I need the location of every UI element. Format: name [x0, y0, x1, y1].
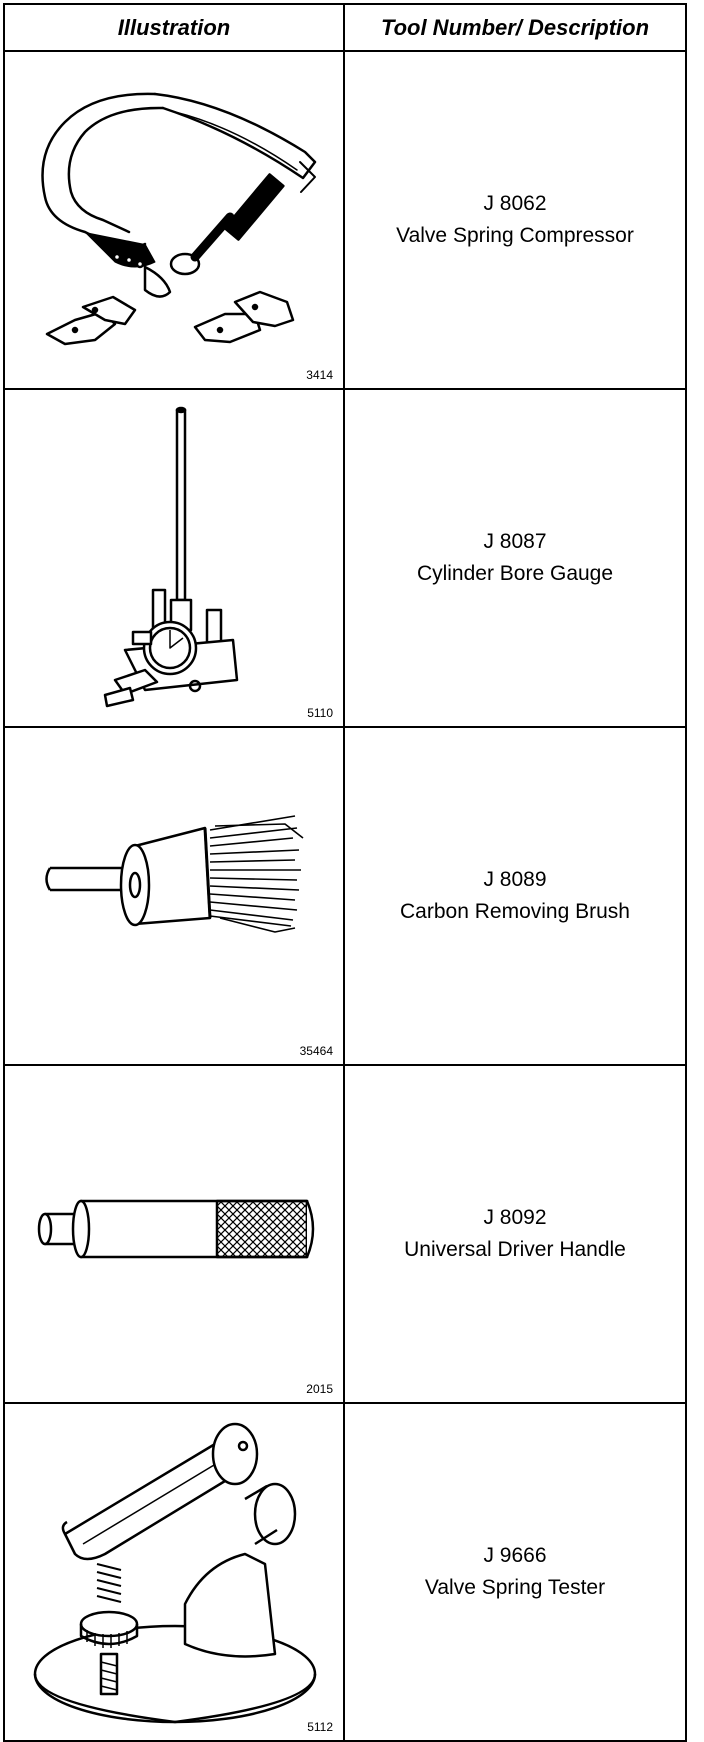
tool-number: J 8092: [483, 1206, 547, 1229]
valve-spring-tester-illustration: [33, 1422, 317, 1724]
table-row: 5110 J 8087 Cylinder Bore Gauge: [3, 388, 687, 728]
header-description: Tool Number/ Description: [343, 3, 687, 52]
table-row: 5112 J 9666 Valve Spring Tester: [3, 1402, 687, 1742]
table-row: 3414 J 8062 Valve Spring Compressor: [3, 50, 687, 390]
figure-number: 5110: [307, 706, 333, 720]
figure-number: 5112: [307, 1720, 333, 1734]
illustration-cell: 5112: [3, 1402, 345, 1742]
tool-description: Valve Spring Compressor: [396, 224, 634, 247]
tool-description: Universal Driver Handle: [404, 1238, 626, 1261]
universal-driver-handle-illustration: [37, 1199, 315, 1259]
tool-table: Illustration Tool Number/ Description: [3, 3, 687, 1742]
illustration-cell: 3414: [3, 50, 345, 390]
illustration-cell: 35464: [3, 726, 345, 1066]
table-row: 35464 J 8089 Carbon Removing Brush: [3, 726, 687, 1066]
tool-number: J 9666: [483, 1544, 547, 1567]
description-cell: J 9666 Valve Spring Tester: [343, 1402, 687, 1742]
valve-spring-compressor-illustration: [41, 92, 317, 346]
table-row: 2015 J 8092 Universal Driver Handle: [3, 1064, 687, 1404]
description-cell: J 8087 Cylinder Bore Gauge: [343, 388, 687, 728]
tool-description: Cylinder Bore Gauge: [416, 562, 614, 585]
tool-number: J 8089: [483, 868, 547, 891]
figure-number: 35464: [299, 1044, 333, 1058]
figure-number: 2015: [306, 1382, 333, 1396]
description-cell: J 8089 Carbon Removing Brush: [343, 726, 687, 1066]
illustration-cell: 5110: [3, 388, 345, 728]
cylinder-bore-gauge-illustration: [103, 406, 239, 708]
tool-description: Carbon Removing Brush: [400, 900, 630, 923]
tool-number: J 8087: [483, 530, 547, 553]
figure-number: 3414: [306, 368, 333, 382]
tool-number: J 8062: [483, 192, 547, 215]
description-cell: J 8062 Valve Spring Compressor: [343, 50, 687, 390]
tool-description: Valve Spring Tester: [424, 1576, 606, 1599]
carbon-removing-brush-illustration: [45, 815, 304, 933]
illustration-cell: 2015: [3, 1064, 345, 1404]
header-illustration: Illustration: [3, 3, 345, 52]
header-row: Illustration Tool Number/ Description: [3, 3, 687, 52]
description-cell: J 8092 Universal Driver Handle: [343, 1064, 687, 1404]
